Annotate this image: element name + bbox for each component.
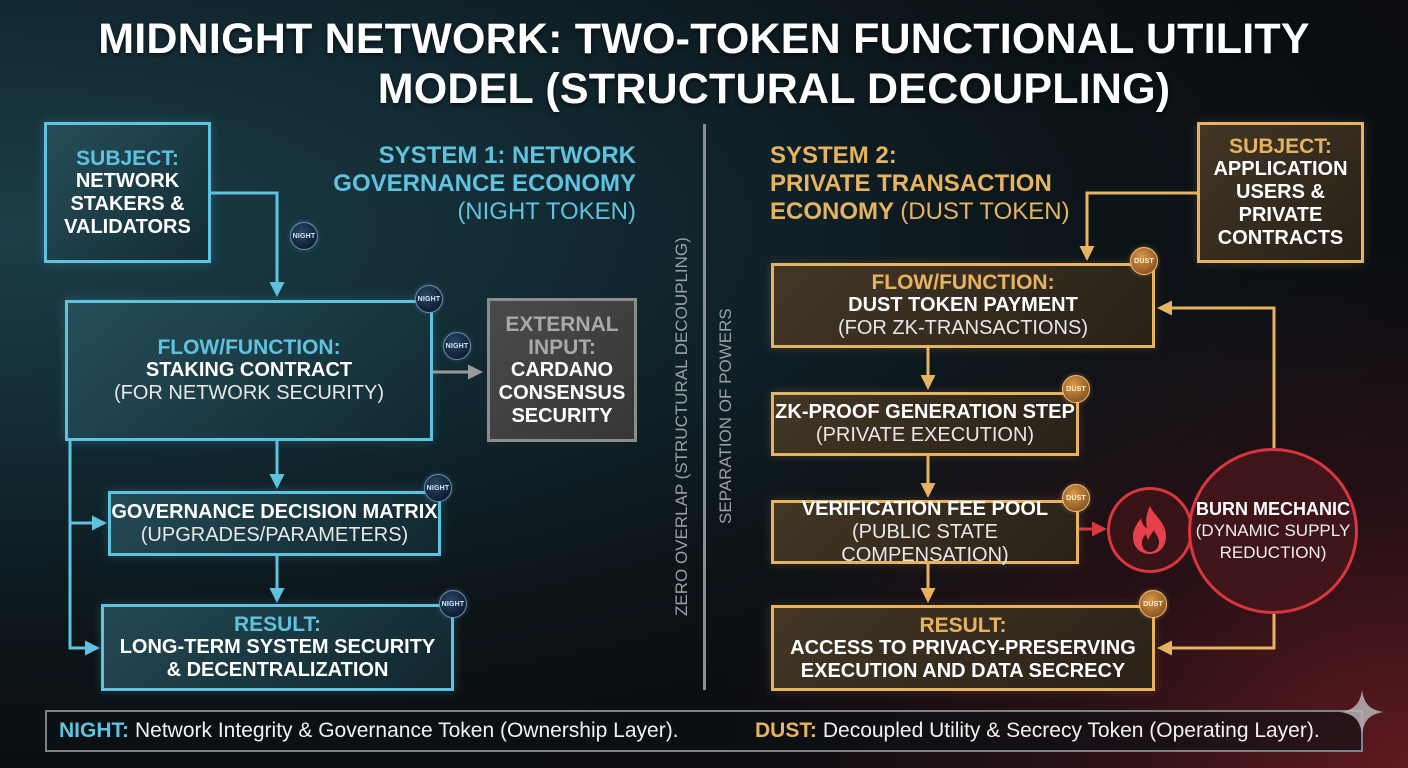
subject-text-line3: PRIVATE (1238, 204, 1323, 226)
night-token-badge: NIGHT (290, 222, 318, 250)
burn-subtext-line2: REDUCTION) (1219, 543, 1327, 562)
flow-text: DUST TOKEN PAYMENT (848, 294, 1078, 316)
result-text-line2: EXECUTION AND DATA SECRECY (800, 659, 1126, 682)
connector-staking-to-result-bypass (68, 523, 100, 656)
system1-subject-box[interactable]: SUBJECT: NETWORK STAKERS & VALIDATORS (44, 122, 211, 263)
burn-subtext-line1: (DYNAMIC SUPPLY (1195, 521, 1351, 540)
external-input-box[interactable]: EXTERNAL INPUT: CARDANO CONSENSUS SECURI… (487, 298, 637, 442)
result-text-line2: & DECENTRALIZATION (166, 659, 389, 681)
zkproof-text: ZK-PROOF GENERATION STEP (775, 401, 1075, 423)
verification-fee-pool-box[interactable]: VERIFICATION FEE POOL (PUBLIC STATE COMP… (771, 497, 1079, 566)
subject-text-line3: VALIDATORS (64, 215, 191, 238)
burn-title: BURN MECHANIC (1196, 499, 1350, 519)
zkproof-subtext: (PRIVATE EXECUTION) (815, 424, 1035, 446)
fire-icon (1133, 506, 1166, 554)
sparkle-icon (1340, 690, 1384, 734)
subject-text-line2: USERS & (1236, 181, 1325, 203)
system2-heading-line1: SYSTEM 2: (770, 142, 897, 169)
divider-label-separation: SEPARATION OF POWERS (716, 308, 735, 524)
subject-text-line2: STAKERS & (70, 192, 185, 215)
title-line-1: MIDNIGHT NETWORK: TWO-TOKEN FUNCTIONAL U… (98, 15, 1310, 63)
system2-subject-box[interactable]: SUBJECT: APPLICATION USERS & PRIVATE CON… (1197, 122, 1364, 263)
system1-result-box[interactable]: RESULT: LONG-TERM SYSTEM SECURITY & DECE… (101, 604, 454, 691)
flow-label: FLOW/FUNCTION: (871, 271, 1055, 294)
governance-subtext: (UPGRADES/PARAMETERS) (140, 523, 409, 546)
system1-heading: SYSTEM 1: NETWORK GOVERNANCE ECONOMY (NI… (333, 142, 636, 226)
governance-text: GOVERNANCE DECISION MATRIX (111, 500, 438, 523)
external-text-line1: CARDANO (510, 358, 614, 381)
system2-heading-line3-bold: ECONOMY (770, 198, 894, 225)
night-token-badge: NIGHT (424, 474, 452, 502)
diagram-title: MIDNIGHT NETWORK: TWO-TOKEN FUNCTIONAL U… (0, 14, 1408, 114)
subject-text-line1: NETWORK (75, 169, 180, 192)
dust-token-badge: DUST (1062, 375, 1090, 403)
system1-heading-line2: GOVERNANCE ECONOMY (333, 170, 636, 197)
system2-result-box[interactable]: RESULT: ACCESS TO PRIVACY-PRESERVING EXE… (771, 605, 1155, 691)
staking-contract-box[interactable]: FLOW/FUNCTION: STAKING CONTRACT (FOR NET… (65, 300, 433, 441)
night-token-badge: NIGHT (439, 590, 467, 618)
night-token-badge: NIGHT (443, 332, 471, 360)
external-label-line1: EXTERNAL (505, 312, 619, 336)
flow-subtext: (FOR ZK-TRANSACTIONS) (838, 317, 1088, 339)
night-token-badge: NIGHT (415, 285, 443, 313)
external-label-line2: INPUT: (528, 335, 596, 359)
token-legend: NIGHT: Network Integrity & Governance To… (45, 710, 1363, 752)
legend-dust: DUST: Decoupled Utility & Secrecy Token … (755, 719, 1320, 743)
result-label: RESULT: (233, 613, 322, 636)
burn-icon-circle[interactable] (1107, 487, 1193, 573)
dust-token-badge: DUST (1062, 484, 1090, 512)
legend-dust-key: DUST: (755, 719, 817, 742)
dust-token-badge: DUST (1130, 247, 1158, 275)
external-text-line3: SECURITY (511, 404, 613, 427)
subject-label: SUBJECT: (1229, 135, 1332, 158)
legend-dust-text: Decoupled Utility & Secrecy Token (Opera… (822, 719, 1320, 742)
external-text-line2: CONSENSUS (498, 381, 626, 404)
connector-staking-to-governance-bypass (68, 440, 107, 531)
flow-label: FLOW/FUNCTION: (157, 336, 341, 359)
zk-proof-box[interactable]: ZK-PROOF GENERATION STEP (PRIVATE EXECUT… (771, 392, 1079, 456)
burn-mechanic-circle[interactable]: BURN MECHANIC (DYNAMIC SUPPLY REDUCTION) (1188, 448, 1358, 614)
flow-subtext: (FOR NETWORK SECURITY) (114, 382, 384, 404)
legend-night: NIGHT: Network Integrity & Governance To… (59, 719, 679, 743)
connector-subject-to-staking (210, 191, 285, 297)
flow-text: STAKING CONTRACT (145, 359, 353, 381)
legend-night-key: NIGHT: (59, 719, 129, 742)
system-divider-line (703, 124, 706, 690)
divider-label-zero-overlap: ZERO OVERLAP (STRUCTURAL DECOUPLING) (672, 237, 691, 616)
result-text-line1: ACCESS TO PRIVACY-PRESERVING (790, 636, 1136, 659)
verification-subtext: (PUBLIC STATE COMPENSATION) (841, 520, 1009, 566)
connector-burn-to-payment (1157, 300, 1276, 448)
dust-token-badge: DUST (1139, 590, 1167, 618)
verification-text: VERIFICATION FEE POOL (801, 497, 1049, 520)
system1-heading-line3: (NIGHT TOKEN) (457, 198, 636, 225)
subject-text-line4: CONTRACTS (1217, 227, 1344, 249)
legend-night-text: Network Integrity & Governance Token (Ow… (135, 719, 679, 742)
governance-matrix-box[interactable]: GOVERNANCE DECISION MATRIX (UPGRADES/PAR… (108, 491, 441, 556)
result-text-line1: LONG-TERM SYSTEM SECURITY (119, 636, 436, 658)
system2-heading-line3-normal: (DUST TOKEN) (900, 198, 1070, 225)
connector-burn-to-result (1157, 614, 1276, 656)
subject-label: SUBJECT: (76, 146, 179, 170)
subject-text-line1: APPLICATION (1213, 158, 1348, 180)
system2-heading-line2: PRIVATE TRANSACTION (770, 170, 1052, 197)
title-line-2: MODEL (STRUCTURAL DECOUPLING) (377, 65, 1171, 113)
dust-payment-box[interactable]: FLOW/FUNCTION: DUST TOKEN PAYMENT (FOR Z… (771, 263, 1155, 348)
result-label: RESULT: (919, 613, 1007, 637)
system2-heading: SYSTEM 2: PRIVATE TRANSACTION ECONOMY (D… (770, 142, 1070, 226)
system1-heading-line1: SYSTEM 1: NETWORK (378, 142, 636, 169)
